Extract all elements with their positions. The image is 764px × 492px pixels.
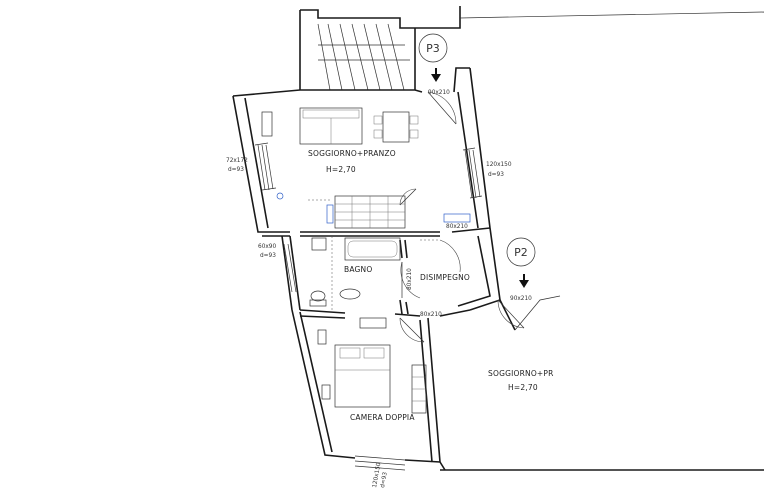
room-living-label: SOGGIORNO+PRANZO: [308, 149, 396, 158]
furniture: [261, 107, 427, 414]
entry-door-dim: 90x210: [428, 90, 450, 96]
window-bottom-dim: 120x150: [372, 462, 382, 489]
hall-door-dim: 80x210: [446, 224, 468, 230]
window-right-dim: 120x150: [486, 162, 512, 168]
stairwell: [299, 6, 764, 91]
bedroom-door-dim: 80x210: [420, 312, 442, 318]
window-bath-dim: 60x90: [258, 244, 276, 250]
room-neighbour-height: H=2,70: [508, 383, 538, 392]
window-bottom-sill: d=93: [380, 471, 389, 488]
windows: [254, 142, 483, 471]
window-left-dim: 72x172: [226, 158, 248, 164]
room-bedroom-label: CAMERA DOPPIA: [350, 413, 415, 422]
p2-door-dim: 90x210: [510, 296, 532, 302]
entry-arrow-p2: [519, 280, 529, 288]
window-bath-sill: d=93: [260, 253, 276, 259]
marker-p3-label: P3: [426, 42, 440, 55]
marker-p2-label: P2: [514, 246, 528, 259]
window-right-sill: d=93: [488, 172, 504, 178]
room-bath-label: BAGNO: [344, 265, 372, 274]
doors: [399, 91, 525, 343]
entry-arrows: [431, 68, 529, 288]
room-neighbour-label: SOGGIORNO+PR: [488, 369, 554, 378]
room-living-height: H=2,70: [326, 165, 356, 174]
bath-door-dim: 80x210: [407, 268, 413, 290]
marker-p3: P3: [418, 33, 448, 63]
window-left-sill: d=93: [228, 167, 244, 173]
outer-walls: [232, 67, 764, 471]
marker-p2: P2: [506, 237, 536, 267]
entry-arrow-p3: [431, 74, 441, 82]
room-hall-label: DISIMPEGNO: [420, 273, 470, 282]
